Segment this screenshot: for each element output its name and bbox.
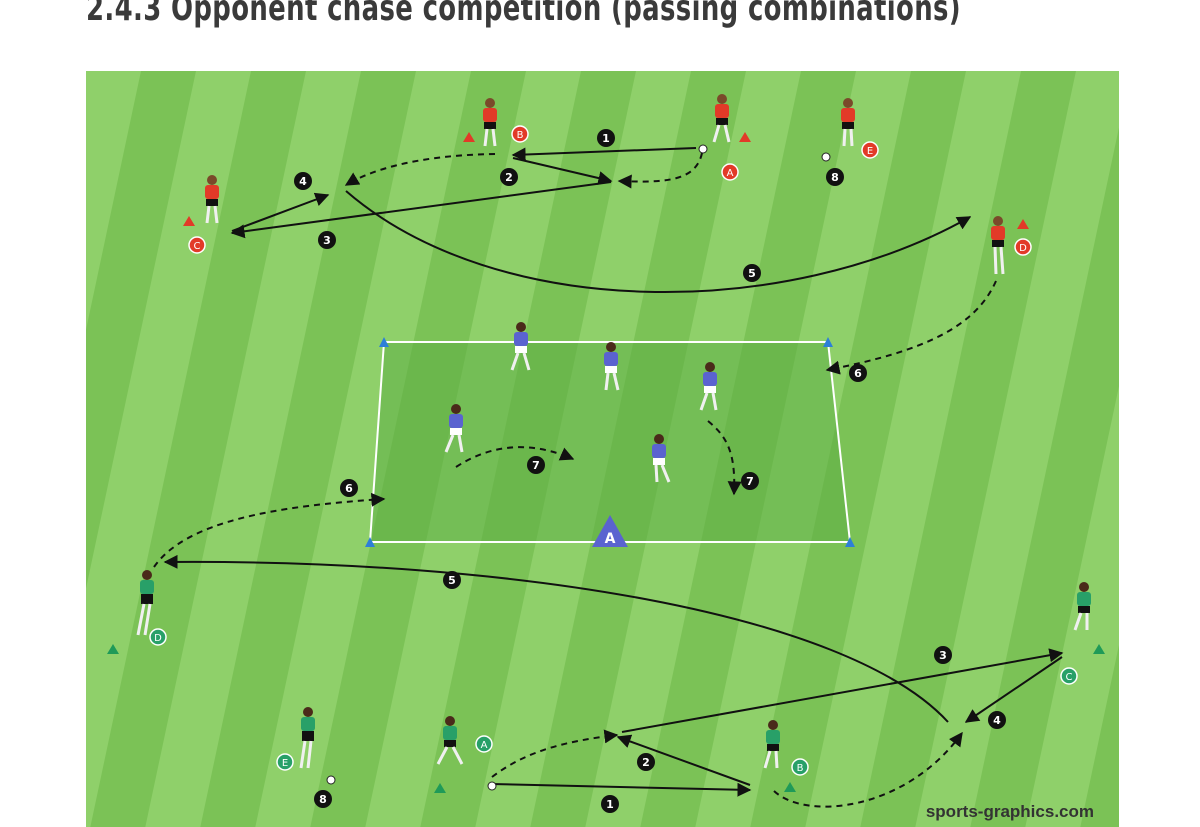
step-label-5: 5 [743,264,761,282]
player-green-icon [1073,582,1091,631]
red-label-a: A [721,163,739,181]
credit-text: sports-graphics.com [926,802,1094,821]
section-title: 2.4.3 Opponent chase competition (passin… [86,0,962,29]
svg-text:3: 3 [939,649,947,662]
svg-text:A: A [481,740,488,751]
svg-text:D: D [154,633,162,644]
step-label-2: 2 [637,753,655,771]
svg-text:A: A [727,168,734,179]
svg-text:1: 1 [606,798,614,811]
cone-blue [379,337,389,347]
step-label-7: 7 [741,472,759,490]
drill-diagram: A [86,71,1119,827]
cones-red [183,132,1029,229]
player-red-icon [205,175,219,224]
red-label-c: C [188,236,206,254]
player-red-icon [483,98,497,147]
player-blue-icon [444,404,464,453]
pass-lines-green [153,492,1064,808]
cone-blue [365,537,375,547]
green-label-d: D [149,628,167,646]
red-label-e: E [861,141,879,159]
step-label-2: 2 [500,168,518,186]
zone-marker-label: A [605,531,616,547]
step-label-6: 6 [340,479,358,497]
player-green-icon [299,707,315,769]
player-red-icon [712,94,731,143]
green-label-b: B [791,758,809,776]
svg-text:4: 4 [993,714,1001,727]
svg-text:E: E [282,758,288,769]
svg-text:7: 7 [746,475,754,488]
red-label-d: D [1014,238,1032,256]
step-labels: 1 2 3 4 5 6 8 7 7 6 5 3 4 2 1 8 [294,129,1006,813]
svg-text:2: 2 [505,171,513,184]
ball-icon [698,144,708,154]
blue-players [444,322,718,483]
player-blue-icon [510,322,531,371]
player-blue-icon [604,342,620,391]
step-label-7: 7 [527,456,545,474]
ball-icon [487,781,497,791]
svg-text:C: C [1066,672,1073,683]
ball-icon [326,775,336,785]
cones-green [107,644,1105,793]
player-blue-icon [652,434,671,483]
svg-text:5: 5 [448,574,456,587]
green-label-a: A [475,735,493,753]
step-label-1: 1 [597,129,615,147]
step-label-8: 8 [314,790,332,808]
runs-blue [455,420,742,496]
svg-text:E: E [867,146,873,157]
player-blue-icon [699,362,718,411]
svg-text:B: B [517,130,524,141]
svg-text:7: 7 [532,459,540,472]
step-label-3: 3 [318,231,336,249]
svg-text:D: D [1019,243,1027,254]
svg-text:3: 3 [323,234,331,247]
cone-blue [823,337,833,347]
step-label-1: 1 [601,795,619,813]
zone-marker-a: A [592,515,628,547]
step-label-8: 8 [826,168,844,186]
svg-text:6: 6 [345,482,353,495]
step-label-5: 5 [443,571,461,589]
svg-text:5: 5 [748,267,756,280]
green-label-e: E [276,753,294,771]
green-player-labels: A B C D E [149,628,1078,776]
red-players [205,94,1005,275]
svg-text:C: C [194,241,201,252]
player-red-icon [841,98,855,147]
step-label-4: 4 [294,172,312,190]
step-label-3: 3 [934,646,952,664]
svg-text:8: 8 [831,171,839,184]
svg-text:4: 4 [299,175,307,188]
pass-lines-red [230,147,997,375]
balls [326,144,831,791]
step-label-4: 4 [988,711,1006,729]
svg-text:2: 2 [642,756,650,769]
player-green-icon [436,716,464,765]
green-label-c: C [1060,667,1078,685]
player-green-icon [763,720,780,769]
cone-blue [845,537,855,547]
player-green-icon [136,570,154,636]
red-label-b: B [511,125,529,143]
player-red-icon [991,216,1005,275]
green-players [136,570,1091,769]
red-player-labels: A B C D E [188,125,1032,256]
svg-text:6: 6 [854,367,862,380]
svg-text:B: B [797,763,804,774]
step-label-6: 6 [849,364,867,382]
svg-text:1: 1 [602,132,610,145]
ball-icon [821,152,831,162]
svg-text:8: 8 [319,793,327,806]
